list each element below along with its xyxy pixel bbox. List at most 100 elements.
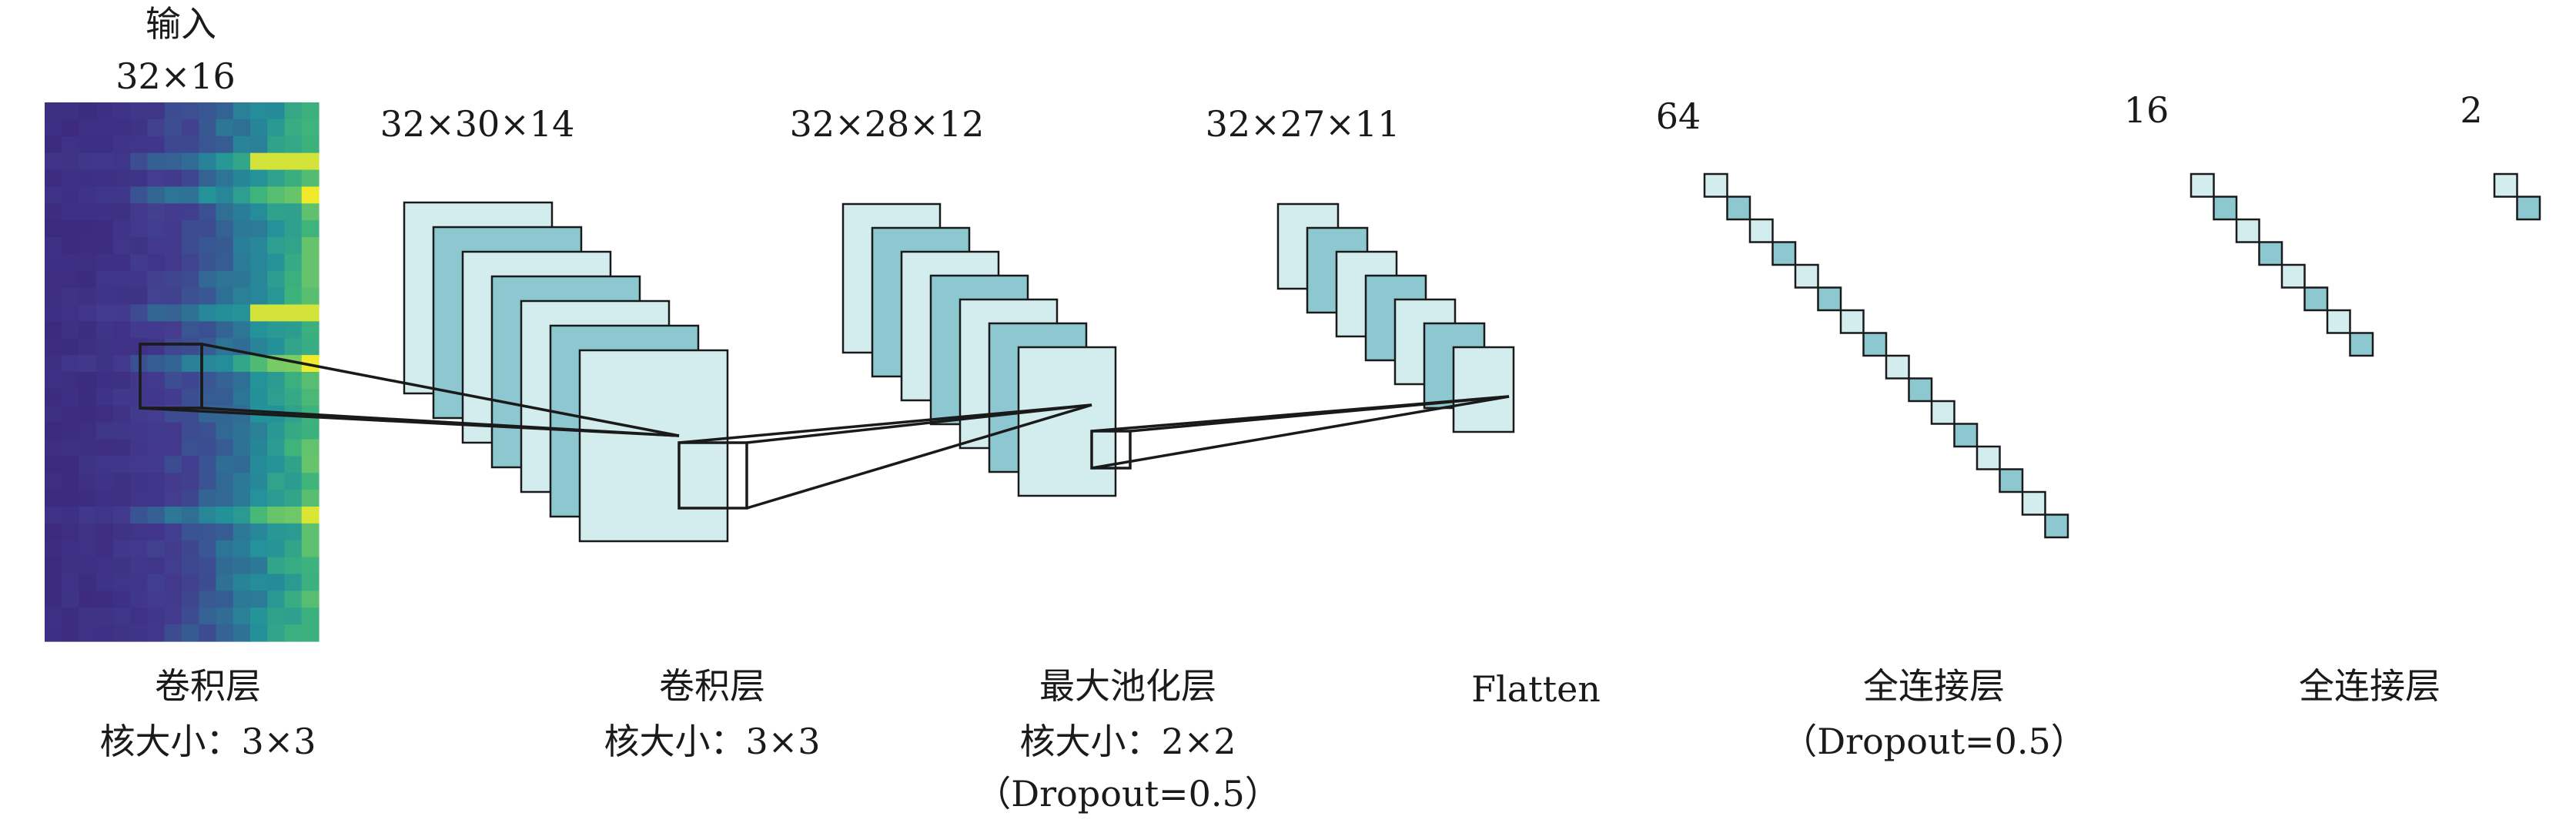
heatmap-cell [79,220,97,238]
heatmap-cell [182,388,199,406]
heatmap-cell [250,321,268,339]
heatmap-cell [284,304,303,322]
heatmap-cell [199,607,217,625]
heatmap-cell [182,338,199,356]
fc2-unit [2280,263,2306,289]
heatmap-cell [199,102,217,120]
heatmap-cell [199,372,217,390]
heatmap-cell [164,253,182,272]
heatmap-cell [250,490,268,507]
heatmap-cell [62,574,80,591]
heatmap-cell [301,422,319,440]
heatmap-cell [95,237,114,255]
heatmap-cell [250,220,268,238]
heatmap-cell [62,590,80,608]
heatmap-cell [164,102,182,120]
heatmap-cell [113,456,131,473]
heatmap-cell [267,473,286,490]
heatmap-cell [199,237,217,255]
heatmap-cell [284,135,303,154]
heatmap-cell [233,102,251,120]
heatmap-cell [130,523,149,541]
heatmap-cell [267,304,286,322]
heatmap-cell [62,169,80,187]
heatmap-cell [250,237,268,255]
heatmap-cell [182,557,199,575]
heatmap-cell [147,338,166,356]
heatmap-cell [182,169,199,187]
heatmap-cell [284,439,303,457]
heatmap-cell [130,304,149,322]
heatmap-cell [45,321,62,339]
heatmap-cell [147,169,166,187]
heatmap-cell [113,186,131,204]
heatmap-cell [301,102,319,120]
heatmap-cell [301,119,319,137]
heatmap-cell [267,169,286,187]
heatmap-cell [182,186,199,204]
conv1-feature-map [578,349,729,543]
heatmap-cell [199,321,217,339]
heatmap-cell [113,523,131,541]
heatmap-cell [113,557,131,575]
heatmap-cell [250,169,268,187]
heatmap-cell [45,624,62,642]
heatmap-cell [113,338,131,356]
heatmap-cell [45,338,62,356]
heatmap-cell [45,473,62,490]
heatmap-cell [199,253,217,272]
heatmap-cell [267,186,286,204]
heatmap-cell [45,456,62,473]
heatmap-cell [79,590,97,608]
heatmap-cell [216,473,234,490]
heatmap-cell [301,456,319,473]
heatmap-cell [147,220,166,238]
heatmap-cell [250,473,268,490]
heatmap-cell [199,270,217,289]
heatmap-cell [95,422,114,440]
fc1-unit [1953,423,1979,448]
heatmap-cell [216,607,234,625]
heatmap-cell [45,607,62,625]
heatmap-cell [130,574,149,591]
out-shape: 2 [2460,89,2483,131]
heatmap-cell [45,102,62,120]
heatmap-cell [62,456,80,473]
heatmap-cell [45,152,62,171]
heatmap-cell [199,287,217,306]
pool-shape: 32×27×11 [1205,103,1400,145]
output-unit [2516,196,2541,221]
heatmap-cell [284,220,303,238]
heatmap-cell [199,304,217,322]
heatmap-cell [130,405,149,423]
heatmap-cell [45,355,62,373]
heatmap-cell [284,152,303,171]
heatmap-cell [284,422,303,440]
heatmap-cell [199,388,217,406]
heatmap-cell [62,152,80,171]
heatmap-cell [147,590,166,608]
heatmap-cell [62,203,80,221]
heatmap-cell [62,607,80,625]
heatmap-cell [233,304,251,322]
heatmap-cell [233,473,251,490]
heatmap-cell [164,590,182,608]
heatmap-cell [284,169,303,187]
heatmap-cell [301,338,319,356]
heatmap-cell [62,624,80,642]
heatmap-cell [182,270,199,289]
heatmap-cell [216,152,234,171]
heatmap-cell [199,338,217,356]
heatmap-cell [301,388,319,406]
heatmap-cell [62,338,80,356]
heatmap-cell [216,338,234,356]
heatmap-cell [216,253,234,272]
fc1-shape: 64 [1655,95,1701,137]
heatmap-cell [95,590,114,608]
heatmap-cell [182,523,199,541]
heatmap-cell [216,490,234,507]
heatmap-cell [95,507,114,524]
heatmap-cell [250,590,268,608]
heatmap-cell [164,186,182,204]
